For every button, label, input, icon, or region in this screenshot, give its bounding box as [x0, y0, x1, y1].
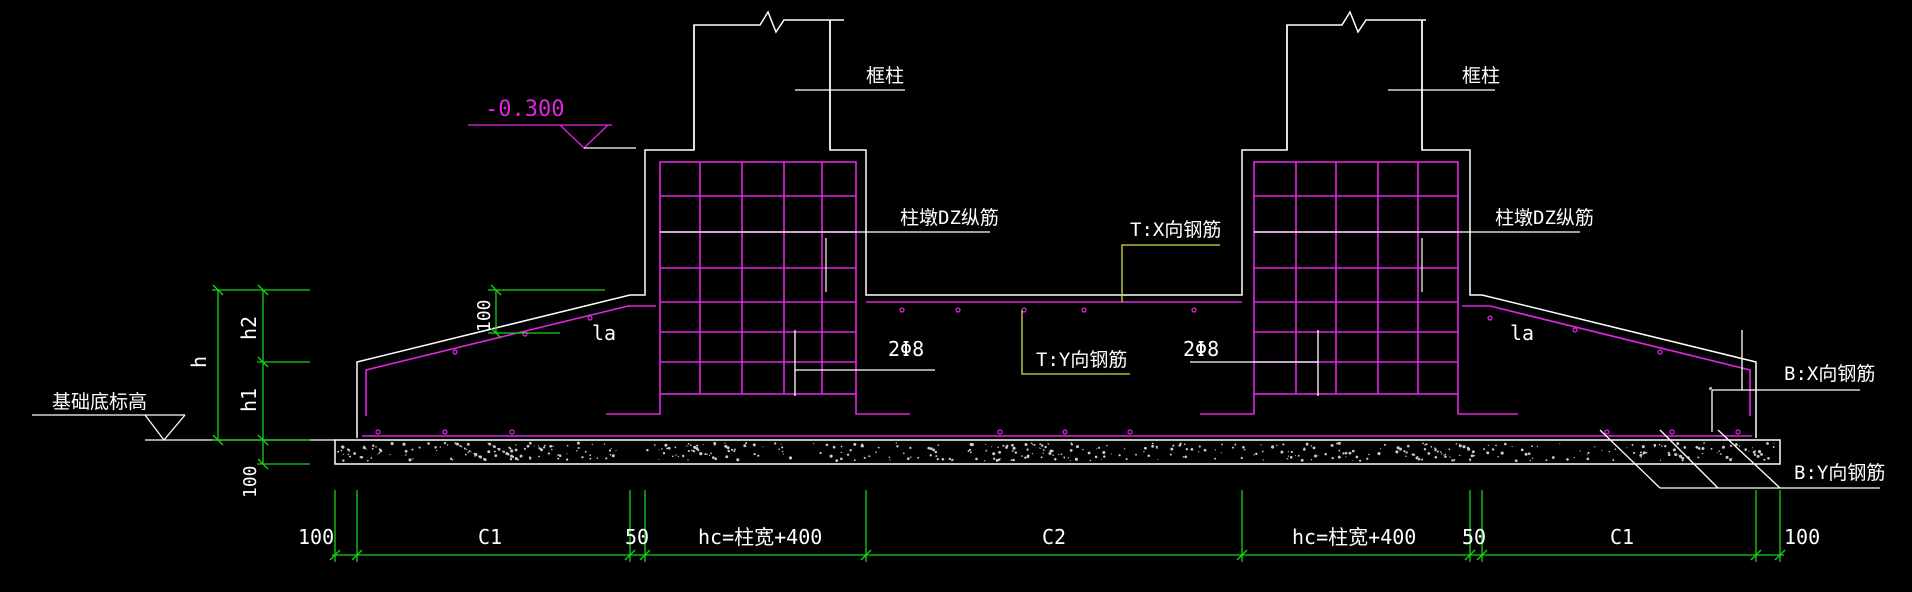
la-label-left: la	[592, 321, 616, 345]
top-x-label: T:X向钢筋	[1130, 219, 1221, 241]
bar-label-right: 2Φ8	[1183, 337, 1219, 361]
base-elevation-label: 基础底标高	[52, 391, 147, 413]
horizontal-dimensions	[329, 490, 1786, 562]
top-y-label: T:Y向钢筋	[1036, 349, 1127, 371]
rebar-left-pier	[606, 161, 910, 415]
concrete-cushion	[334, 439, 1781, 465]
elevation-marker	[468, 124, 636, 149]
dim-c2: C2	[1042, 525, 1066, 549]
dim-50-left: 50	[625, 525, 649, 549]
column-label-left: 框柱	[866, 65, 904, 87]
bar-label-left: 2Φ8	[888, 337, 924, 361]
vertical-dimensions	[212, 284, 605, 470]
dim-100-left: 100	[298, 525, 334, 549]
bottom-y-label: B:Y向钢筋	[1794, 462, 1885, 484]
column-label-right: 框柱	[1462, 65, 1500, 87]
pier-label-right: 柱墩DZ纵筋	[1495, 207, 1594, 229]
base-elevation-marker	[32, 414, 335, 442]
foundation-outline	[356, 10, 1757, 438]
rebar-dots	[375, 307, 1741, 435]
dim-50-right: 50	[1462, 525, 1486, 549]
dim-h2: h2	[237, 316, 261, 340]
dim-hc-left: hc=柱宽+400	[698, 525, 822, 549]
stirrup-ticks	[825, 238, 1423, 292]
dim-c1-right: C1	[1610, 525, 1634, 549]
dim-100-right: 100	[1784, 525, 1820, 549]
dim-h1: h1	[237, 388, 261, 412]
dim-cover: 100	[240, 465, 261, 498]
elevation-value: -0.300	[485, 97, 564, 122]
dim-c1-left: C1	[478, 525, 502, 549]
la-label-right: la	[1510, 321, 1534, 345]
leader-lines	[660, 89, 1880, 489]
pier-label-left: 柱墩DZ纵筋	[900, 207, 999, 229]
dim-hc-right: hc=柱宽+400	[1292, 525, 1416, 549]
dim-slope: 100	[474, 299, 495, 332]
yellow-leaders	[1021, 244, 1220, 375]
bottom-x-label: B:X向钢筋	[1784, 363, 1875, 385]
dim-h: h	[187, 356, 211, 368]
rebar-top-bottom	[362, 301, 1752, 437]
